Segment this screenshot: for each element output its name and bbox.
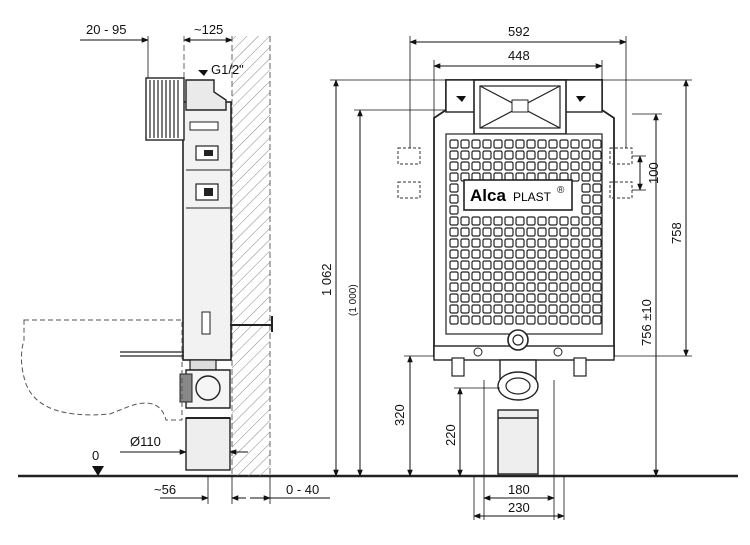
pipe-diameter-label: Ø110 [130,434,161,449]
dim-top-depth: ~125 [194,22,223,37]
brand-main: Alca [470,186,506,205]
dim-height-upper: 758 [669,222,684,244]
brand-sub: PLAST [513,190,552,204]
dim-bottom-wall: 0 - 40 [286,482,319,497]
dim-height-adjust: 756 ±10 [639,299,654,346]
dim-height-drain: 320 [392,404,407,426]
floor-marker-icon [92,466,104,476]
tank-grid [449,139,602,325]
dim-width-inner: 448 [508,48,530,63]
left-leg [451,357,465,377]
side-view: 20 - 95 ~125 G1/2" Ø110 ~56 0 - 40 [20,22,330,504]
dim-bolt-spacing: 100 [646,162,661,184]
drain-pipe [185,417,231,471]
front-drain-pipe [497,409,539,475]
dim-width-outer: 592 [508,24,530,39]
floor-zero-label: 0 [92,448,99,463]
dim-width-legs: 180 [508,482,530,497]
front-view: Alca PLAST ® 592 448 1 062 [319,24,692,520]
dim-height-outlet: 220 [443,424,458,446]
dim-width-base: 230 [508,500,530,515]
cistern-head [185,79,227,111]
dim-height-total: 1 062 [319,263,334,296]
dim-top-adjust: 20 - 95 [86,22,126,37]
dim-bottom-offset: ~56 [154,482,176,497]
brand-logo-box [463,179,573,211]
brand-mark: ® [557,185,565,196]
thread-label: G1/2" [211,62,244,77]
wall-hatch [232,36,270,476]
right-leg [573,357,587,377]
wc-bowl-outline [20,319,183,421]
dim-height-frame: (1 000) [348,284,359,316]
